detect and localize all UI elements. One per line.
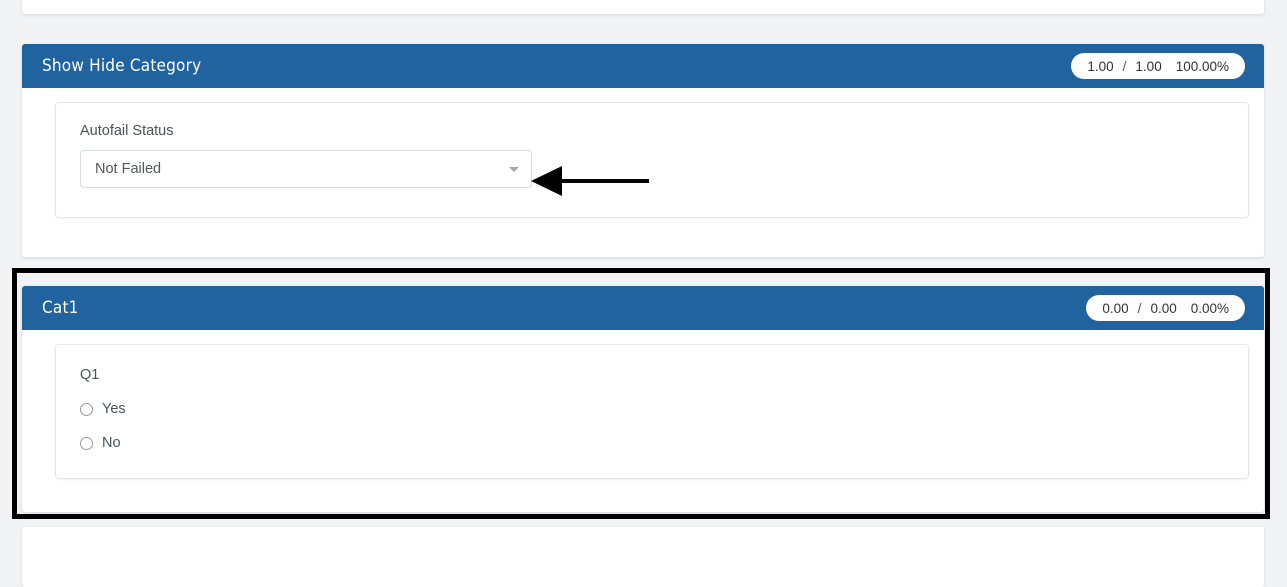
card-below-partial xyxy=(22,527,1264,587)
panel-body-show-hide-category: Autofail Status Not Failed xyxy=(22,88,1264,233)
radio-option-yes-label: Yes xyxy=(102,401,126,417)
question-q1-group: Q1 Yes No xyxy=(55,344,1249,479)
panel-show-hide-category: Show Hide Category 1.00 / 1.00 100.00% A… xyxy=(22,44,1264,257)
radio-option-yes[interactable]: Yes xyxy=(80,401,1226,417)
score-percent: 0.00% xyxy=(1190,300,1229,316)
card-above-partial xyxy=(22,0,1264,14)
score-numerator: 0.00 xyxy=(1102,300,1129,316)
panel-header-show-hide-category: Show Hide Category 1.00 / 1.00 100.00% xyxy=(22,44,1264,88)
radio-option-no-label: No xyxy=(102,435,121,451)
radio-circle-icon[interactable] xyxy=(80,436,93,450)
chevron-down-icon xyxy=(509,167,519,172)
score-badge-show-hide-category: 1.00 / 1.00 100.00% xyxy=(1071,53,1245,79)
score-numerator: 1.00 xyxy=(1087,58,1114,74)
autofail-status-label: Autofail Status xyxy=(80,123,174,139)
panel-cat1: Cat1 0.00 / 0.00 0.00% Q1 Yes No xyxy=(22,286,1264,512)
panel-body-cat1: Q1 Yes No xyxy=(22,330,1264,494)
question-q1-label: Q1 xyxy=(80,367,100,383)
score-denominator: 0.00 xyxy=(1150,300,1177,316)
autofail-status-value: Not Failed xyxy=(95,161,162,177)
autofail-status-group: Autofail Status Not Failed xyxy=(55,102,1249,218)
radio-circle-icon[interactable] xyxy=(80,402,93,416)
score-badge-cat1: 0.00 / 0.00 0.00% xyxy=(1086,295,1245,321)
score-denominator: 1.00 xyxy=(1135,58,1162,74)
score-separator: / xyxy=(1122,58,1127,74)
panel-header-cat1: Cat1 0.00 / 0.00 0.00% xyxy=(22,286,1264,330)
autofail-status-select[interactable]: Not Failed xyxy=(80,150,532,188)
panel-title-show-hide-category: Show Hide Category xyxy=(42,56,202,76)
radio-option-no[interactable]: No xyxy=(80,435,1226,451)
score-percent: 100.00% xyxy=(1175,58,1229,74)
panel-title-cat1: Cat1 xyxy=(42,298,79,318)
score-separator: / xyxy=(1137,300,1142,316)
